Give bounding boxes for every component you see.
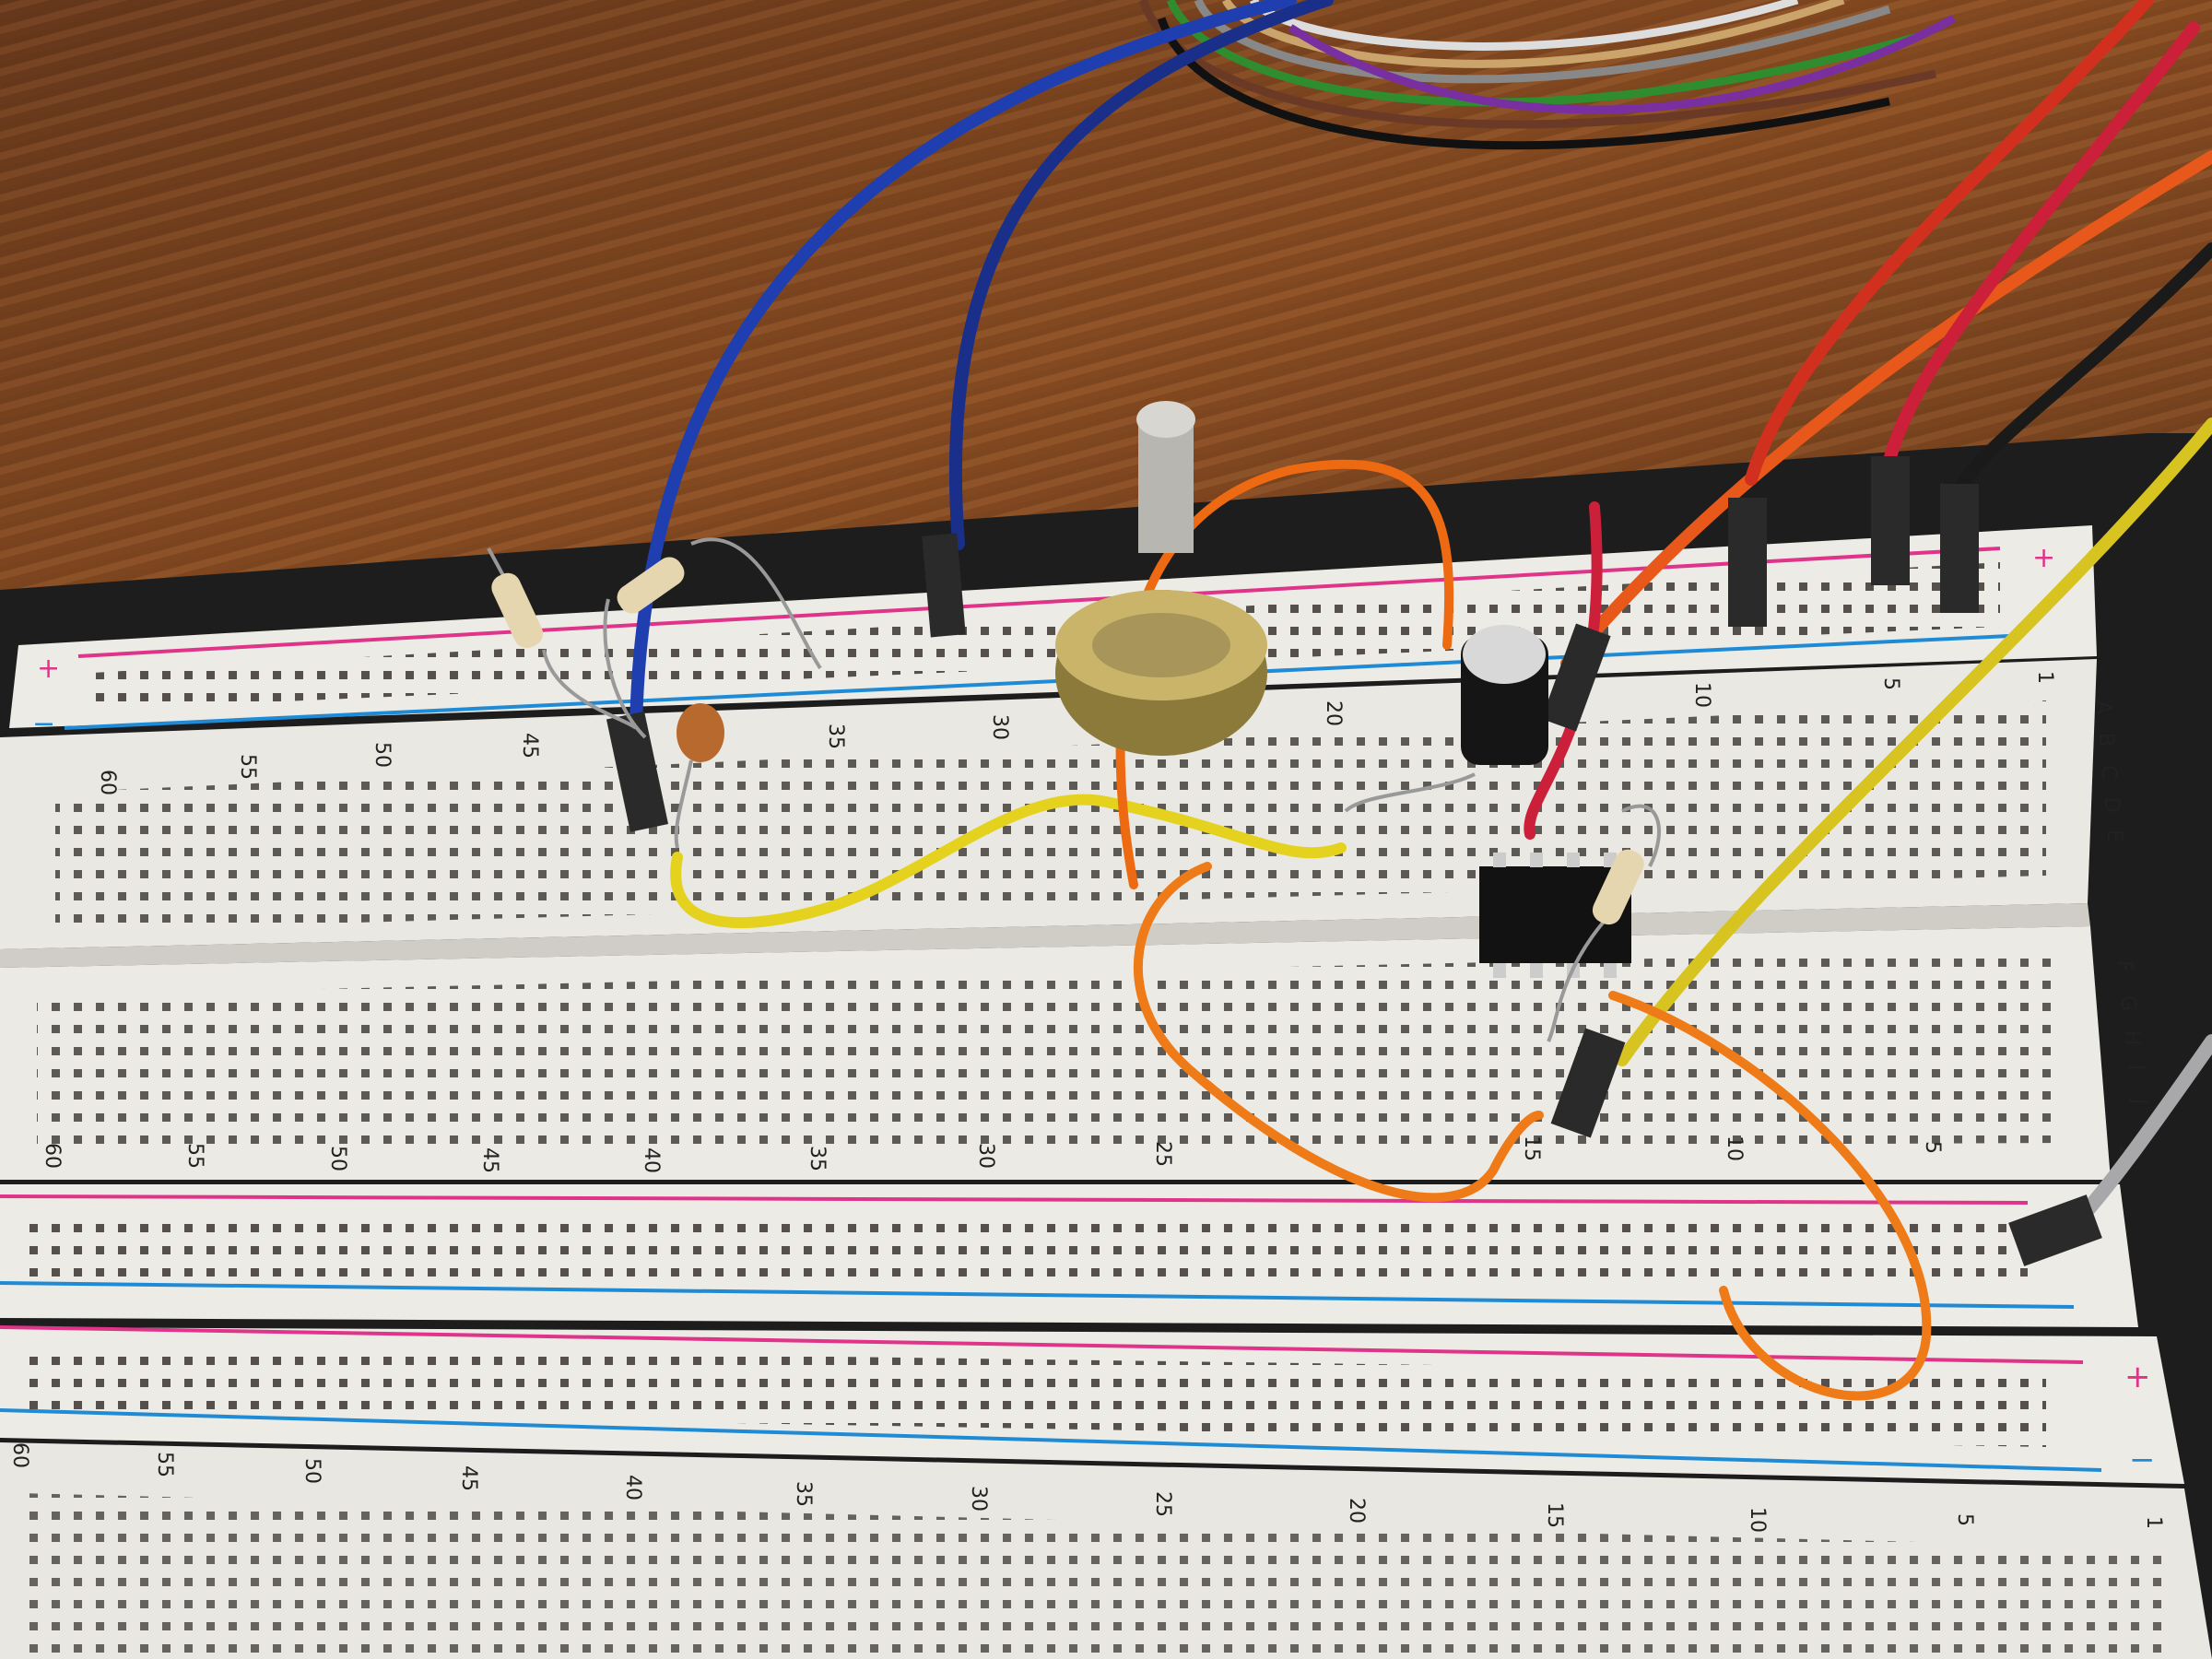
resistor-2 [617,557,685,614]
column-numbers-lower: 60 55 50 45 40 35 30 25 20 15 10 5 1 [8,1442,2165,1533]
svg-text:30: 30 [974,1143,997,1169]
black-wire [1947,242,2212,504]
ceramic-capacitor [674,703,724,849]
connector-black [1940,484,1979,613]
svg-text:B: B [2094,733,2117,747]
svg-text:J: J [2127,1097,2150,1105]
yellow-wire-2 [1616,418,2212,1066]
svg-text:C: C [2097,765,2120,779]
wire-bundle [1138,0,1957,150]
red-wire-3 [1524,501,1603,840]
terminal-strip-fghij [0,926,2111,1180]
resistor-3 [1592,849,1644,925]
svg-text:20: 20 [1345,1498,1368,1524]
svg-text:10: 10 [1723,1135,1746,1161]
svg-text:G: G [2116,995,2139,1011]
svg-text:55: 55 [183,1143,206,1169]
dupont-connectors [606,456,2102,1266]
electrolytic-capacitor [1344,625,1548,813]
svg-text:50: 50 [300,1458,324,1484]
lower-terminal-strip [0,1442,2212,1659]
rail-minus-label: − [32,708,55,740]
svg-text:5: 5 [1953,1513,1976,1526]
svg-text:50: 50 [371,742,394,768]
svg-text:60: 60 [8,1442,31,1468]
svg-text:H: H [2120,1030,2143,1046]
svg-text:35: 35 [792,1481,815,1507]
red-wire-1 [1745,0,2154,486]
connector-orange [1541,623,1611,732]
svg-text:35: 35 [824,724,847,749]
rail-plus-label: + [37,653,60,685]
svg-text:35: 35 [806,1146,829,1171]
resistor-1 [491,572,544,649]
blue-wire-2 [948,0,1334,550]
svg-text:25: 25 [1151,1141,1174,1167]
svg-text:50: 50 [326,1146,349,1171]
svg-text:15: 15 [1543,1502,1566,1528]
middle-power-rail [0,1184,2138,1327]
red-wire-2 [1883,21,2200,467]
lower-rail-minus-label: − [2129,1441,2156,1478]
svg-text:A: A [2091,700,2114,714]
svg-text:15: 15 [1520,1135,1543,1161]
svg-text:25: 25 [1151,1491,1174,1517]
negative-rail-line [64,634,2010,730]
svg-text:45: 45 [478,1147,501,1173]
column-numbers-middle: 60 55 50 45 40 35 30 25 15 10 5 1 [41,1135,2137,1173]
svg-text:40: 40 [621,1475,644,1500]
resistors [487,537,1661,1042]
svg-text:5: 5 [1921,1141,1944,1154]
svg-text:45: 45 [457,1465,480,1491]
svg-text:1: 1 [2033,671,2056,684]
connector-blue [922,533,966,638]
svg-text:55: 55 [236,754,259,780]
svg-text:30: 30 [967,1486,990,1512]
connector-red [1728,498,1767,627]
yellow-wire-1 [670,794,1347,929]
potentiometer [1055,401,1267,756]
svg-text:30: 30 [988,714,1011,740]
connector-gray [2008,1194,2102,1266]
lower-power-rail: + − [0,1325,2184,1484]
lower-rail-plus-label: + [2124,1359,2151,1395]
connector-blue-left [606,711,669,832]
positive-rail-line [77,547,2001,658]
svg-text:D: D [2100,797,2123,813]
svg-text:10: 10 [1690,682,1713,708]
blue-wire-1 [629,0,1297,735]
svg-text:40: 40 [640,1147,663,1173]
orange-wire-4 [1560,150,2212,670]
top-power-rail: + + − [9,525,2097,740]
orange-wire-3 [1608,991,1932,1401]
svg-text:1: 1 [2142,1516,2165,1529]
orange-wire-2 [1133,862,1544,1203]
svg-text:45: 45 [518,733,541,759]
svg-text:I: I [2124,1065,2147,1071]
connector-yellow [1550,1028,1626,1138]
svg-text:F: F [2112,960,2136,972]
svg-text:5: 5 [1879,677,1902,690]
row-letters-upper: A B C D E F G H I J [2091,700,2150,1105]
svg-text:60: 60 [96,770,119,795]
connector-red-2 [1871,456,1910,585]
svg-text:60: 60 [41,1143,64,1169]
svg-text:E: E [2102,830,2125,842]
svg-text:55: 55 [153,1452,176,1477]
svg-text:10: 10 [1746,1507,1769,1533]
rail-plus-label-right: + [2032,542,2055,574]
column-numbers-upper: 60 55 50 45 35 30 20 10 5 1 [96,671,2056,795]
svg-text:20: 20 [1322,700,1345,726]
